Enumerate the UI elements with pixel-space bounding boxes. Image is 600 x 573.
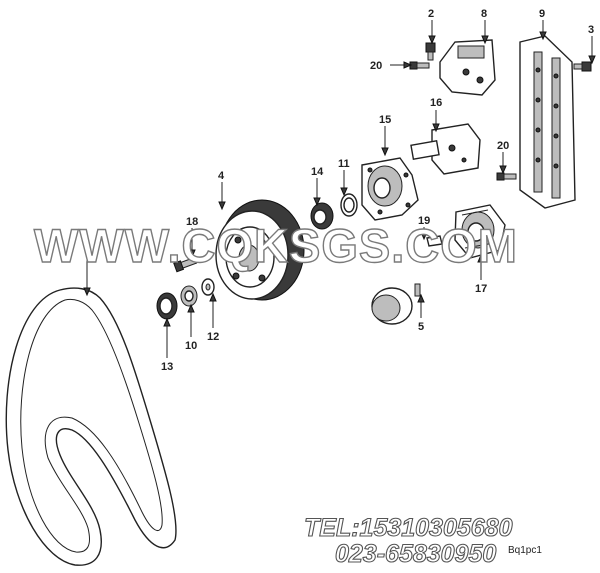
mounting-plate xyxy=(519,35,576,209)
callout-11: 11 xyxy=(338,158,350,170)
callout-1: 1 xyxy=(83,235,89,247)
callout-17: 17 xyxy=(475,283,487,295)
callout-labels: 1 2 8 9 3 20 16 15 20 14 11 4 18 19 17 5… xyxy=(83,8,594,373)
callout-14: 14 xyxy=(311,166,324,178)
callout-12: 12 xyxy=(207,331,219,343)
seal-ring xyxy=(156,292,178,320)
idler-shaft-housing xyxy=(410,123,481,175)
callout-16: 16 xyxy=(430,97,442,109)
watermark-tel: TEL:15310305680 xyxy=(304,514,513,542)
callout-3: 3 xyxy=(588,24,594,36)
bolt-18 xyxy=(173,256,198,273)
callout-9: 9 xyxy=(539,8,545,20)
washer xyxy=(201,278,215,296)
callout-4: 4 xyxy=(218,170,225,182)
spacer-19 xyxy=(426,235,443,247)
bolt-2 xyxy=(425,42,436,61)
bearing xyxy=(310,202,334,230)
callout-19: 19 xyxy=(418,215,430,227)
callout-8: 8 xyxy=(481,8,487,20)
leader-lines xyxy=(83,20,596,358)
snap-ring xyxy=(340,193,358,217)
watermark-phone: 023-65830950 xyxy=(335,540,496,568)
callout-10: 10 xyxy=(185,340,197,352)
belt-tensioner xyxy=(454,204,506,259)
bolt-20-upper xyxy=(409,61,430,70)
callout-20-lower: 20 xyxy=(497,140,509,152)
watermark-site: WWW.CQKSGS.COM xyxy=(34,219,518,272)
mounting-bracket xyxy=(439,39,496,96)
idler-pulley xyxy=(371,283,421,325)
callout-20-upper: 20 xyxy=(370,60,382,72)
bolt-20-lower xyxy=(496,172,517,181)
callout-5: 5 xyxy=(418,321,424,333)
callout-15: 15 xyxy=(379,114,391,126)
nut xyxy=(180,285,198,307)
bolt-3 xyxy=(573,61,592,72)
pulley-hub xyxy=(361,157,419,221)
callout-13: 13 xyxy=(161,361,173,373)
callout-18: 18 xyxy=(186,216,198,228)
crankshaft-pulley xyxy=(215,199,305,301)
drawing-code: Bq1pc1 xyxy=(508,545,542,556)
callout-2: 2 xyxy=(428,8,434,20)
drive-belt xyxy=(5,287,177,566)
